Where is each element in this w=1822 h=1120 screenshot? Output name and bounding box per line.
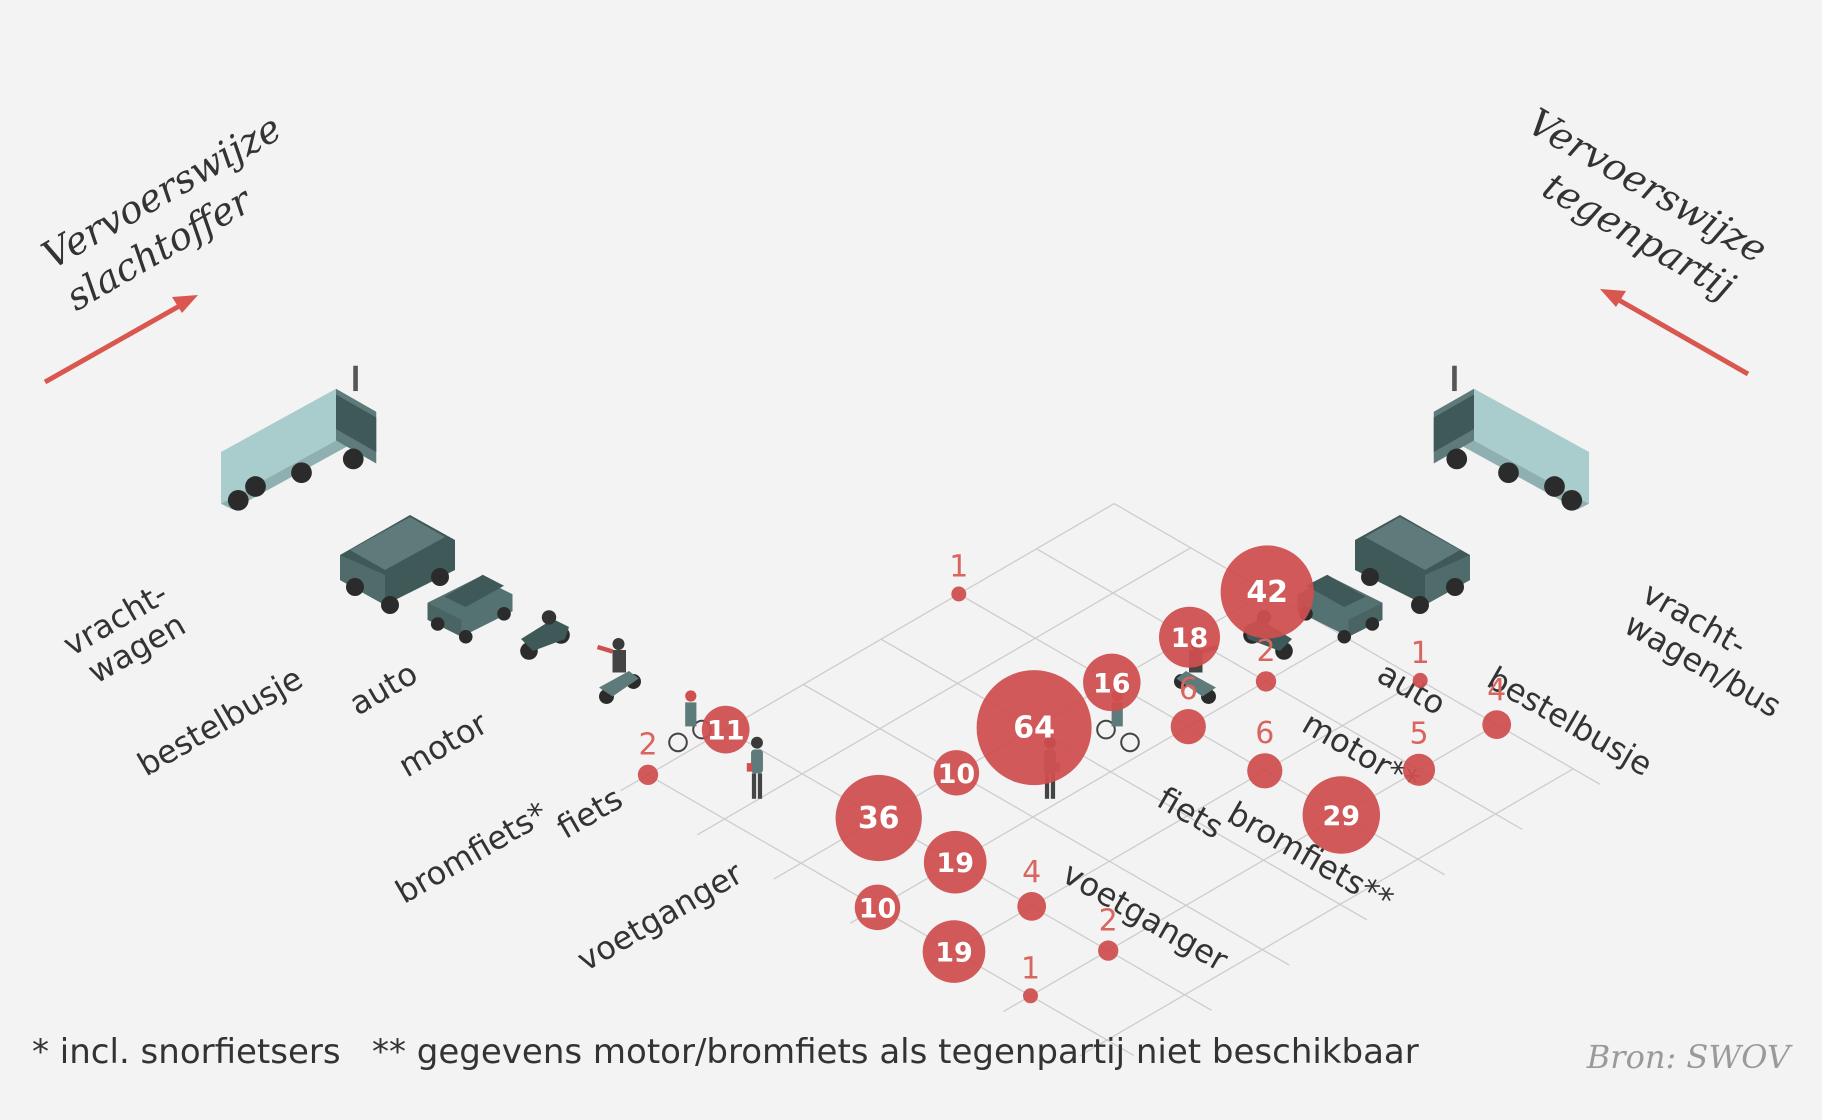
- grid-line-counterpart-motor: [880, 638, 1368, 921]
- bubble-motor-fiets: [923, 830, 987, 894]
- van-icon: [1355, 515, 1470, 614]
- bubble-auto-fiets-label: 36: [858, 801, 900, 836]
- grid-line-counterpart-bestelbusje: [1036, 548, 1523, 831]
- van-icon: [340, 515, 455, 614]
- grid-line-counterpart-bromfiets: [803, 683, 1290, 966]
- left-arrow-icon: [43, 297, 192, 385]
- bubble-auto-vracht-wagen-bus-label: 42: [1246, 575, 1288, 610]
- bubble-fiets-voetganger-label: 1: [1021, 951, 1040, 986]
- bubble-fiets-auto: [1302, 776, 1381, 854]
- bubble-bromfiets-voetganger: [922, 920, 986, 983]
- victim-label-bromfiets: bromfiets*: [389, 794, 554, 911]
- bubble-vracht-wagen-fiets: [701, 705, 750, 754]
- victim-label-vracht-wagen: vracht-wagen: [57, 574, 192, 695]
- car-icon: [427, 574, 513, 644]
- victim-label-bestelbusje: bestelbusje: [131, 659, 309, 784]
- grid-line-victim-bromfiets: [926, 679, 1421, 968]
- pedestrian-icon: [746, 736, 763, 799]
- bubble-auto-auto: [1083, 653, 1141, 712]
- bubble-fiets-fiets: [1098, 940, 1119, 961]
- bicycle-icon: [668, 690, 712, 753]
- bubble-fiets-bestelbusje: [1402, 753, 1436, 786]
- footnote-incl-snorfietsers: * incl. snorfietsers: [32, 1032, 341, 1072]
- bubble-auto-bromfiets-label: 10: [938, 759, 976, 790]
- bubble-motor-voetganger-label: 10: [859, 893, 897, 924]
- bubble-auto-motor-label: 64: [1013, 711, 1055, 746]
- bubble-fiets-auto-label: 29: [1323, 801, 1361, 832]
- bubble-bromfiets-auto-label: 6: [1255, 716, 1274, 751]
- bubble-motor-voetganger: [854, 884, 901, 931]
- bubble-motor-bestelbusje-label: 2: [1256, 634, 1275, 669]
- left-axis-title: Vervoerswijzeslachtoffer: [35, 106, 313, 320]
- bubble-fiets-fiets-label: 2: [1099, 903, 1118, 938]
- bubble-motor-bestelbusje: [1255, 671, 1277, 692]
- bubble-vracht-wagen-auto: [951, 586, 967, 602]
- victim-label-auto: auto: [343, 654, 424, 723]
- bubble-auto-auto-label: 16: [1093, 668, 1131, 699]
- left-arrowhead-icon: [172, 295, 198, 313]
- bubble-auto-fiets: [835, 774, 922, 862]
- bubble-vracht-wagen-fiets-label: 11: [707, 716, 745, 747]
- bubble-bromfiets-fiets: [1017, 892, 1047, 921]
- bubble-vracht-wagen-voetganger-label: 2: [638, 728, 657, 763]
- bubble-bromfiets-fiets-label: 4: [1022, 855, 1041, 890]
- grid-line-victim-voetganger: [1079, 768, 1574, 1057]
- bubble-motor-fiets-label: 19: [936, 848, 974, 879]
- counterpart-label-fiets: fiets: [1151, 779, 1230, 846]
- truck-icon: [221, 365, 377, 511]
- bubble-bromfiets-vracht-wagen-bus-label: 1: [1411, 636, 1430, 671]
- bubble-auto-bestelbusje: [1159, 606, 1220, 668]
- footnote-no-data: ** gegevens motor/bromfiets als tegenpar…: [372, 1032, 1419, 1072]
- axis-titles: Vervoerswijzeslachtoffer Vervoerswijzeteg…: [35, 100, 1775, 385]
- truck-icon: [1433, 365, 1589, 511]
- bubble-fiets-bestelbusje-label: 5: [1409, 717, 1428, 752]
- grid-line-victim-bestelbusje: [696, 547, 1192, 836]
- bubble-fiets-vracht-wagen-bus-label: 4: [1487, 673, 1506, 708]
- moped-icon: [596, 638, 641, 704]
- victim-label-fiets: fiets: [550, 779, 629, 846]
- motorcycle-icon: [520, 610, 570, 660]
- bubble-auto-bromfiets: [933, 750, 980, 796]
- bubble-auto-bestelbusje-label: 18: [1171, 623, 1209, 654]
- right-arrow-icon: [1608, 292, 1750, 377]
- source-label: Bron: SWOV: [1586, 1038, 1790, 1076]
- grid-line-victim-vracht-wagen: [620, 503, 1115, 792]
- bubble-motor-auto-label: 6: [1179, 672, 1198, 707]
- bubble-bromfiets-vracht-wagen-bus: [1412, 672, 1428, 688]
- bubble-fiets-vracht-wagen-bus: [1482, 710, 1512, 739]
- right-arrowhead-icon: [1600, 289, 1626, 307]
- bubble-bromfiets-auto: [1247, 753, 1283, 789]
- right-axis-title: Vervoerswijzetegenpartij: [1497, 100, 1775, 314]
- bubble-motor-auto: [1170, 708, 1206, 745]
- vehicle-icons: [221, 365, 1589, 799]
- bubble-vracht-wagen-voetganger: [637, 764, 659, 785]
- bubble-auto-motor: [976, 670, 1092, 786]
- grid-line-counterpart-vracht-wagen-bus: [1113, 503, 1601, 785]
- bubble-fiets-voetganger: [1023, 988, 1038, 1004]
- counterpart-label-vracht-wagen-bus: vracht-wagen/bus: [1618, 574, 1806, 725]
- counterpart-label-voetganger: voetganger: [1056, 854, 1235, 979]
- bubble-auto-vracht-wagen-bus: [1220, 545, 1314, 639]
- bubble-vracht-wagen-auto-label: 1: [949, 550, 968, 585]
- victim-label-voetganger: voetganger: [571, 854, 750, 979]
- bubble-bromfiets-voetganger-label: 19: [935, 938, 973, 969]
- victim-label-motor: motor: [392, 704, 495, 785]
